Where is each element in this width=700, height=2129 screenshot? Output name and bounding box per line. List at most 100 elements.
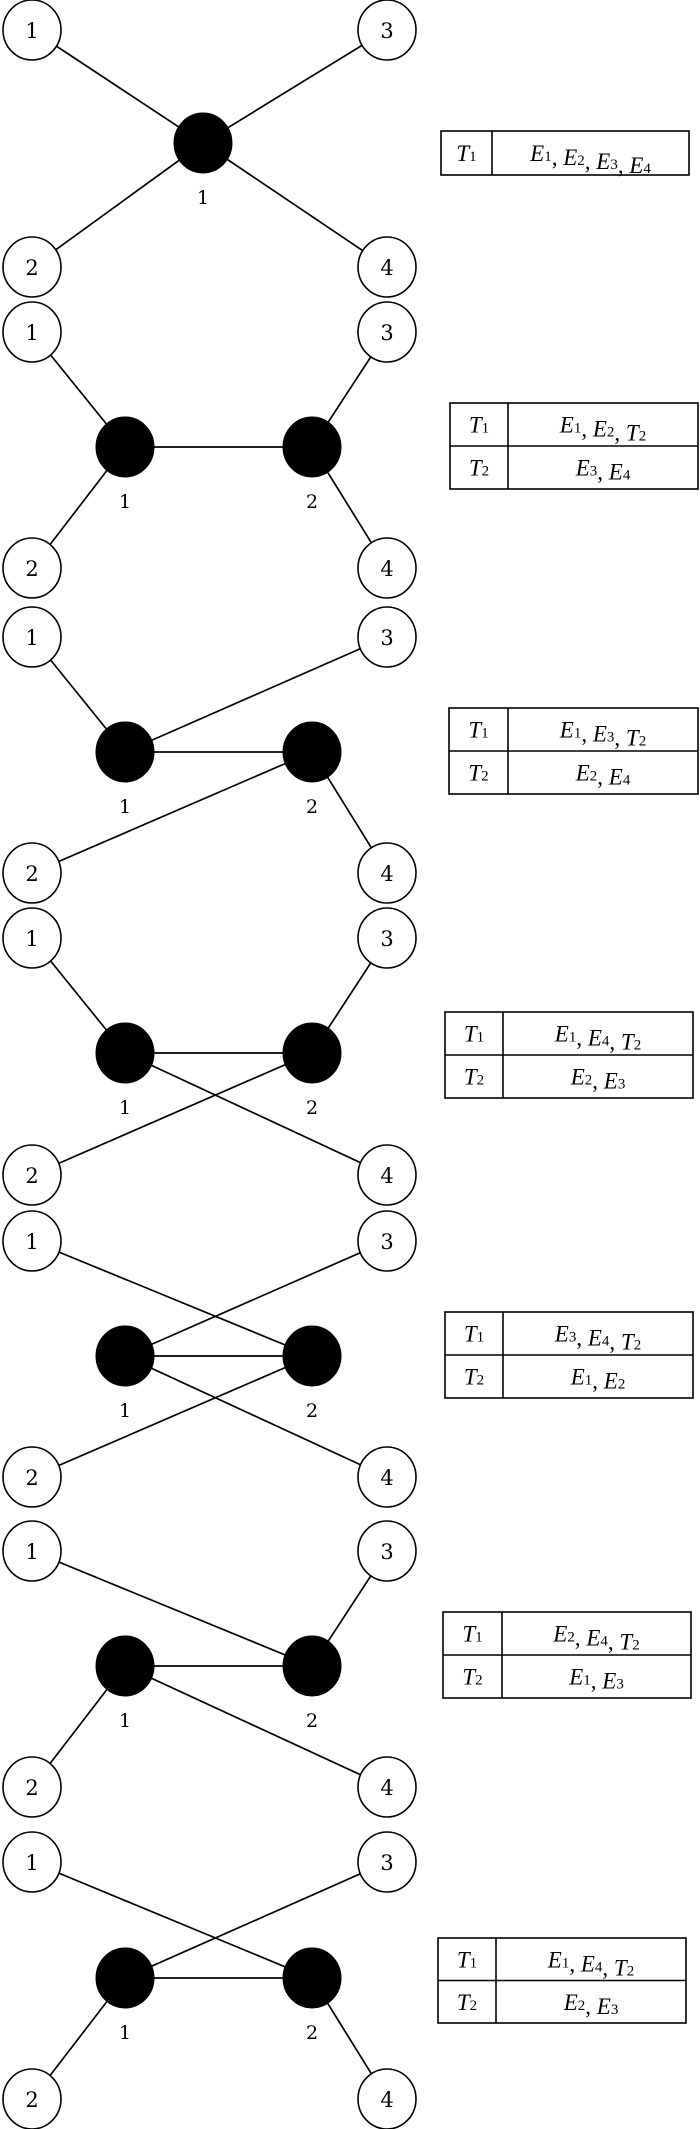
leaf-node-4: 4	[357, 1756, 417, 1818]
leaf-circle	[357, 1756, 417, 1818]
edge-l4-i1	[124, 1052, 388, 1176]
table-row: T2 E1, E2	[464, 1364, 625, 1393]
edge-l2-i2	[31, 751, 313, 874]
table-row-members: E1, E2	[570, 1364, 626, 1393]
leaf-node-4: 4	[357, 236, 417, 298]
leaf-circle	[2, 606, 62, 668]
leaf-circle	[357, 1144, 417, 1206]
leaf-label: 2	[25, 256, 38, 280]
leaf-node-2: 2	[2, 1756, 62, 1818]
rule-table-5: T1 E3, E4, T2 T2 E1, E2	[444, 1311, 694, 1399]
leaf-label: 3	[380, 321, 393, 345]
leaf-label: 3	[380, 1540, 393, 1564]
leaf-label: 1	[25, 1230, 38, 1254]
table-row-name: T2	[457, 1989, 477, 2014]
leaf-node-1: 1	[2, 301, 62, 363]
leaf-node-4: 4	[357, 1446, 417, 1508]
internal-label: 2	[306, 1710, 318, 1732]
internal-label: 1	[119, 2022, 131, 2044]
leaf-label: 4	[380, 256, 393, 280]
table-row: T1 E3, E4, T2	[464, 1321, 641, 1354]
leaf-circle	[2, 1520, 62, 1582]
leaf-node-2: 2	[2, 537, 62, 599]
leaf-circle	[357, 842, 417, 904]
leaf-label: 2	[25, 557, 38, 581]
table-row-name: T2	[462, 1664, 482, 1689]
edge-l2-i1	[31, 142, 204, 268]
table-row-members: E3, E4, T2	[554, 1321, 641, 1354]
leaf-label: 1	[25, 321, 38, 345]
leaf-circle	[2, 1144, 62, 1206]
table-row-name: T1	[462, 1621, 482, 1646]
internal-circle	[282, 721, 342, 783]
internal-label: 1	[119, 796, 131, 818]
leaf-label: 4	[380, 557, 393, 581]
internal-label: 1	[119, 491, 131, 513]
leaf-node-2: 2	[2, 236, 62, 298]
leaf-circle	[2, 537, 62, 599]
leaf-label: 3	[380, 1851, 393, 1875]
leaf-label: 4	[380, 1776, 393, 1800]
leaf-node-4: 4	[357, 2068, 417, 2129]
panel-6: 1 2 3 4 1 2	[2, 1520, 417, 1818]
table-row-name: T1	[464, 1321, 484, 1346]
leaf-node-1: 1	[2, 606, 62, 668]
leaf-node-3: 3	[357, 1831, 417, 1893]
internal-label: 1	[119, 1097, 131, 1119]
table-border	[440, 130, 690, 176]
leaf-node-4: 4	[357, 537, 417, 599]
table-row-members: E2, E3	[563, 1989, 619, 2018]
internal-node-1: 1	[173, 112, 233, 209]
leaf-node-2: 2	[2, 1144, 62, 1206]
leaf-circle	[2, 301, 62, 363]
table-row-name: T2	[464, 1364, 484, 1389]
leaf-label: 1	[25, 626, 38, 650]
internal-label: 2	[306, 491, 318, 513]
table-row: T2 E2, E3	[464, 1064, 625, 1093]
edge-l3-i1	[124, 636, 388, 753]
internal-circle	[95, 1947, 155, 2009]
table-row-members: E2, E3	[570, 1064, 626, 1093]
internal-node-2: 2	[282, 1635, 342, 1732]
internal-label: 2	[306, 1400, 318, 1422]
edge-l4-i1	[124, 1355, 388, 1478]
table-row-name: T2	[468, 760, 488, 785]
leaf-node-1: 1	[2, 1210, 62, 1272]
internal-circle	[282, 1635, 342, 1697]
leaf-label: 4	[380, 1164, 393, 1188]
leaf-circle	[357, 1831, 417, 1893]
leaf-node-4: 4	[357, 842, 417, 904]
edge-l1-i2	[31, 1550, 313, 1667]
leaf-node-4: 4	[357, 1144, 417, 1206]
internal-node-2: 2	[282, 721, 342, 818]
table-row-members: E3, E4	[575, 455, 631, 484]
table-row-name: T1	[456, 141, 476, 166]
leaf-label: 3	[380, 1230, 393, 1254]
leaf-node-2: 2	[2, 1446, 62, 1508]
leaf-circle	[2, 1831, 62, 1893]
leaf-label: 1	[25, 1540, 38, 1564]
leaf-circle	[357, 1210, 417, 1272]
leaf-node-3: 3	[357, 606, 417, 668]
table-row-name: T2	[464, 1064, 484, 1089]
leaf-label: 2	[25, 2088, 38, 2112]
leaf-node-3: 3	[357, 907, 417, 969]
table-row-name: T1	[457, 1947, 477, 1972]
leaf-node-3: 3	[357, 1520, 417, 1582]
panel-2: 1 2 3 4 1 2	[2, 301, 417, 599]
internal-circle	[282, 1325, 342, 1387]
table-row-name: T2	[469, 455, 489, 480]
internal-label: 1	[119, 1710, 131, 1732]
leaf-circle	[2, 2068, 62, 2129]
